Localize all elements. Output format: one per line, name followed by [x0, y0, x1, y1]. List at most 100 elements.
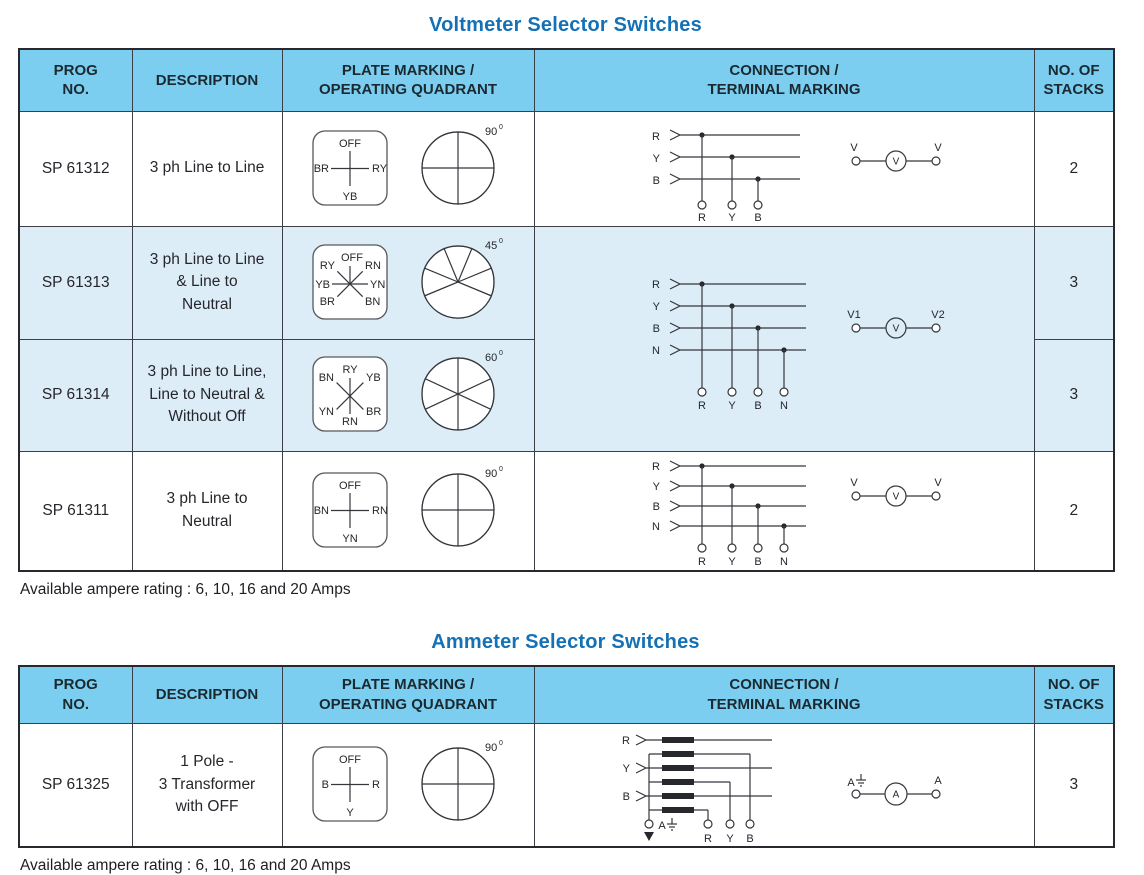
plate-box: OFF B R Y — [312, 746, 388, 822]
meter-left-label: V1 — [847, 309, 860, 321]
supply-lines: R Y B N R Y — [652, 277, 806, 412]
plate-box: OFF BR RY YB — [312, 129, 388, 206]
stacks-cell: 2 — [1033, 110, 1115, 227]
plate-label-bottom: Y — [346, 807, 354, 819]
quadrant-angle-sup: 0 — [499, 740, 503, 747]
supply-lines: R Y B — [622, 734, 772, 803]
operating-quadrant: 90 0 — [421, 740, 503, 821]
ammeter-section-title: Ammeter Selector Switches — [431, 630, 700, 653]
prog-no-cell: SP 61325 — [18, 723, 133, 848]
ammeter-header-row: PROG NO. DESCRIPTION PLATE MARKING / OPE… — [18, 665, 1115, 724]
plate-label-bottom: YN — [342, 533, 357, 545]
terminal-label: R — [698, 212, 706, 223]
line-label: R — [652, 461, 660, 473]
plate-label-down-left: BR — [320, 296, 335, 308]
line-label: N — [652, 521, 660, 533]
meter-letter: V — [893, 491, 900, 502]
terminal-label: Y — [728, 400, 736, 412]
plate-quadrant-diagram: OFF B R Y 90 0 — [312, 740, 503, 822]
plate-label-down-right: BN — [365, 296, 380, 308]
plate-label-top: OFF — [339, 480, 361, 492]
plate-marking-cell: OFF RY RN YB YN BR BN — [281, 225, 535, 340]
plate-label-top: OFF — [339, 138, 361, 150]
plate-quadrant-diagram: RY BN YB YN BR RN — [312, 350, 503, 432]
table-row: SP 61312 3 ph Line to Line OFF BR RY YB — [18, 110, 1115, 227]
terminal-label: R — [704, 833, 712, 845]
meter-left-label: V — [850, 142, 858, 154]
plate-label-left: BN — [314, 505, 329, 517]
connection-cell: R Y B N R Y — [533, 450, 1035, 571]
quadrant-angle: 60 — [485, 352, 497, 364]
quadrant-angle-sup: 0 — [499, 238, 503, 245]
terminal-label: B — [746, 833, 753, 845]
operating-quadrant: 45 0 — [421, 238, 503, 319]
plate-label-right: R — [372, 779, 380, 791]
terminal-label: B — [754, 556, 761, 568]
header-prog-no: PROG NO. — [18, 48, 133, 112]
meter-letter: V — [893, 323, 900, 334]
connection-cell-merged: R Y B N R Y — [533, 225, 1035, 452]
meter-left-label: V — [850, 477, 858, 489]
quadrant-angle: 90 — [485, 742, 497, 754]
table-row: SP 61311 3 ph Line to Neutral OFF BN RN … — [18, 450, 1115, 571]
meter-letter: A — [893, 790, 900, 801]
header-connection: CONNECTION / TERMINAL MARKING — [533, 48, 1035, 112]
plate-quadrant-diagram: OFF RY RN YB YN BR BN — [312, 238, 503, 320]
line-label: B — [653, 175, 660, 187]
voltmeter-section-title: Voltmeter Selector Switches — [429, 14, 702, 36]
line-label: B — [653, 501, 660, 513]
ampere-rating-note: Available ampere rating : 6, 10, 16 and … — [20, 580, 351, 598]
quadrant-angle-sup: 0 — [499, 466, 503, 473]
plate-label-left: B — [322, 779, 329, 791]
terminal-label: B — [754, 400, 761, 412]
line-label: Y — [653, 481, 661, 493]
stacks-cell: 3 — [1033, 723, 1115, 848]
plate-label-left: YB — [315, 279, 330, 291]
voltmeter-header-row: PROG NO. DESCRIPTION PLATE MARKING / OPE… — [18, 48, 1115, 112]
meter-right-label: V2 — [931, 309, 944, 321]
quadrant-angle-sup: 0 — [499, 350, 503, 357]
table-row: SP 61314 3 ph Line to Line, Line to Neut… — [18, 338, 1115, 452]
ampere-rating-note: Available ampere rating : 6, 10, 16 and … — [20, 857, 351, 874]
line-label: B — [653, 323, 660, 335]
prog-no-cell: SP 61311 — [18, 450, 133, 571]
meter-left-label: A — [847, 777, 855, 789]
connection-diagram-4wire: R Y B N R Y — [652, 459, 942, 568]
terminal-label: Y — [726, 833, 734, 845]
meter-letter: V — [893, 156, 900, 167]
table-row: SP 61313 3 ph Line to Line & Line to Neu… — [18, 225, 1115, 452]
ground-label: A — [658, 820, 666, 832]
line-label: R — [652, 131, 660, 143]
stacks-cell: 3 — [1033, 225, 1115, 340]
earth-ground-icon — [856, 774, 866, 787]
plate-marking-cell: RY BN YB YN BR RN — [281, 338, 535, 452]
line-label: B — [623, 791, 630, 803]
plate-label-top: OFF — [341, 252, 363, 264]
plate-label-up-left: RY — [320, 260, 336, 272]
plate-quadrant-diagram: OFF BR RY YB 90 0 — [312, 124, 503, 206]
terminal-label: R — [698, 556, 706, 568]
line-label: R — [652, 279, 660, 291]
description-cell: 3 ph Line to Neutral — [131, 450, 283, 571]
meter-right-label: A — [934, 775, 942, 787]
plate-label-up-left: BN — [319, 372, 334, 384]
earth-ground-icon — [667, 818, 677, 831]
terminal-label: N — [780, 556, 788, 568]
table-row: SP 61325 1 Pole - 3 Transformer with OFF… — [18, 723, 1115, 848]
header-plate-marking: PLATE MARKING / OPERATING QUADRANT — [281, 665, 535, 724]
plate-label-down-right: BR — [366, 406, 381, 418]
description-cell: 3 ph Line to Line & Line to Neutral — [131, 225, 283, 340]
operating-quadrant: 90 0 — [421, 466, 503, 547]
meter-right-label: V — [934, 142, 942, 154]
plate-box: OFF RY RN YB YN BR BN — [312, 243, 388, 320]
operating-quadrant: 60 0 — [421, 350, 503, 431]
meter-right-label: V — [934, 477, 942, 489]
plate-label-up-right: YB — [366, 372, 381, 384]
prog-no-cell: SP 61312 — [18, 110, 133, 227]
quadrant-angle-sup: 0 — [499, 124, 503, 131]
header-description: DESCRIPTION — [131, 665, 283, 724]
plate-label-bottom: RN — [342, 416, 358, 428]
catalog-page: Voltmeter Selector Switches PROG NO. DES… — [18, 0, 1115, 875]
plate-label-up-right: RN — [365, 260, 381, 272]
description-cell: 3 ph Line to Line — [131, 110, 283, 227]
